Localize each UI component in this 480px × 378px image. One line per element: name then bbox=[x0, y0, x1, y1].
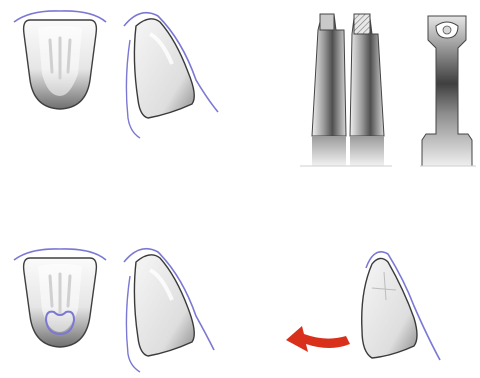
direction-arrow-left bbox=[286, 326, 350, 352]
crown-front-top bbox=[14, 11, 106, 109]
instrument-round-end bbox=[420, 16, 476, 166]
instrument-wheel-bur bbox=[346, 14, 392, 166]
crown-side-rotated bbox=[362, 252, 440, 360]
instrument-diamond-bur bbox=[300, 14, 352, 166]
crown-side-bottom bbox=[124, 249, 214, 372]
crown-side-top bbox=[124, 13, 218, 138]
crown-front-bottom bbox=[14, 249, 106, 347]
